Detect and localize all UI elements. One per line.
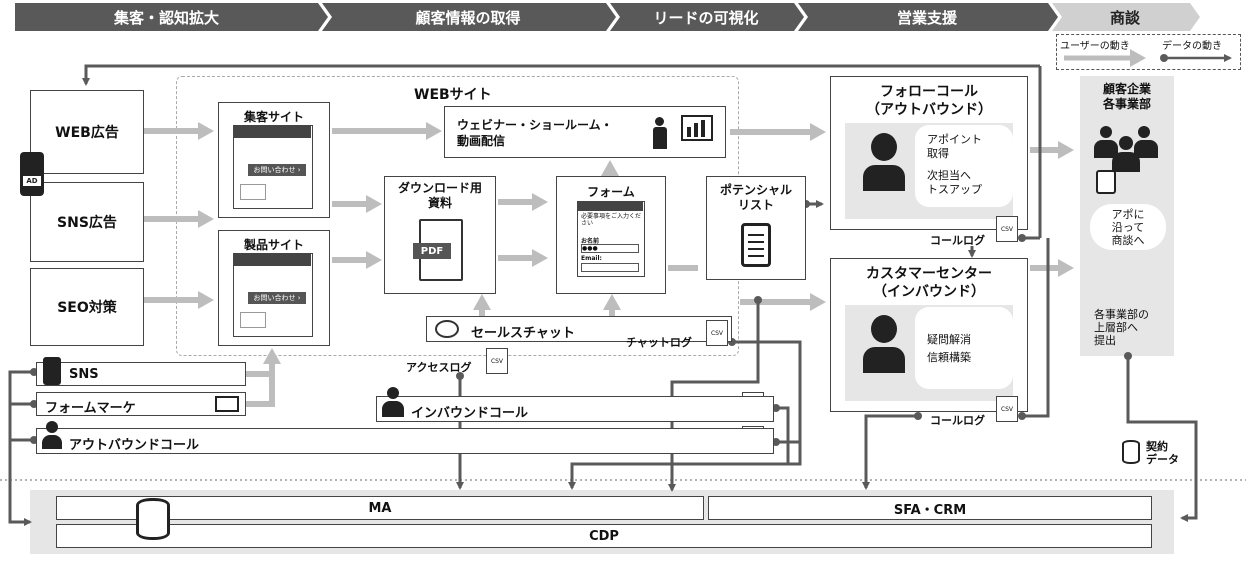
contact-button-mock: お問い合わせ › — [248, 292, 306, 304]
attract-site-title: 集客サイト — [243, 110, 304, 124]
stage-header — [15, 3, 1200, 31]
customer-center-box: カスタマーセンター （インバウンド） 疑問解消 信頼構築 — [830, 258, 1028, 412]
headset-operator-icon — [41, 421, 63, 451]
pdf-badge: PDF — [413, 243, 451, 259]
stage-sales-support: 営業支援 — [896, 8, 957, 27]
chat-bubble-icon — [435, 320, 459, 338]
pdf-document-icon: PDF — [413, 219, 463, 281]
form-title: フォーム — [587, 185, 635, 199]
browser-icon: お問い合わせ › — [233, 125, 313, 209]
website-label: WEBサイト — [414, 87, 492, 103]
product-site-box: 製品サイト お問い合わせ › — [218, 230, 330, 346]
list-document-icon — [741, 223, 771, 267]
legend-user-flow-label: ユーザーの動き — [1060, 41, 1130, 52]
client-bubble: アポに 沿って 商談へ — [1090, 204, 1166, 250]
product-site-title: 製品サイト — [243, 238, 304, 252]
follow-call-box: フォローコール （アウトバウンド） アポイント 取得 次担当へ トスアップ — [830, 76, 1028, 230]
form-name-label: お名前 — [581, 238, 600, 245]
chat-log-label: チャットログ — [626, 336, 692, 349]
webinar-box: ウェビナー・ショールーム・ 動画配信 — [444, 106, 726, 158]
database-icon — [136, 498, 170, 540]
database-icon — [1122, 440, 1140, 464]
form-name-value: ●●● — [581, 244, 639, 253]
form-marketing-bar: フォームマーケ — [36, 392, 246, 416]
webinar-label: ウェビナー・ショールーム・ 動画配信 — [457, 118, 613, 148]
access-log-label: アクセスログ — [406, 361, 472, 374]
attract-site-box: 集客サイト お問い合わせ › — [218, 102, 330, 218]
stage-negotiation: 商談 — [1109, 8, 1140, 27]
client-title: 顧客企業 各事業部 — [1102, 82, 1151, 111]
cdp-box: CDP — [56, 524, 1152, 548]
follow-call-bullet-2: 次担当へ トスアップ — [927, 169, 982, 196]
csv-file-icon: CSV — [706, 320, 728, 346]
sns-label: SNS — [69, 367, 99, 382]
customer-center-bullet-2: 信頼構築 — [927, 351, 971, 364]
form-box: フォーム 必要事項をご入力ください お名前 ●●● Email: — [556, 176, 666, 294]
stage-awareness: 集客・認知拡大 — [113, 8, 219, 27]
report-document-icon — [1096, 170, 1116, 194]
inbound-call-bar: インバウンドコール — [376, 387, 774, 422]
headset-operator-icon — [381, 387, 405, 419]
download-box: ダウンロード用 資料 PDF — [384, 176, 496, 294]
customer-center-log-label: コールログ — [930, 414, 985, 427]
seo-box: SEO対策 — [30, 268, 144, 346]
ad-badge: AD — [23, 176, 41, 186]
sns-bar: SNS — [36, 357, 246, 386]
potential-list-box: ポテンシャル リスト — [706, 176, 806, 280]
csv-file-icon: CSV — [996, 216, 1018, 242]
stage-lead-visualization: リードの可視化 — [653, 8, 759, 27]
follow-call-title: フォローコール （アウトバウンド） — [866, 84, 992, 118]
operator-headset-icon — [859, 315, 909, 377]
sales-chat-box: セールスチャット — [426, 316, 732, 342]
presenter-icon — [651, 113, 715, 153]
browser-icon: お問い合わせ › — [233, 253, 313, 337]
download-title: ダウンロード用 資料 — [397, 181, 482, 210]
inbound-call-label: インバウンドコール — [411, 406, 529, 421]
form-marketing-label: フォームマーケ — [45, 401, 136, 416]
legend — [1056, 34, 1241, 70]
follow-call-log-label: コールログ — [930, 234, 985, 247]
stage-info-acquisition: 顧客情報の取得 — [415, 8, 521, 27]
potential-list-title: ポテンシャル リスト — [719, 183, 792, 212]
legend-data-flow-label: データの動き — [1162, 41, 1222, 52]
form-hint: 必要事項をご入力ください — [581, 213, 642, 227]
sns-ad-box: SNS広告 — [30, 182, 144, 262]
customer-center-title: カスタマーセンター （インバウンド） — [866, 266, 992, 300]
sales-chat-label: セールスチャット — [471, 326, 575, 341]
customer-center-bullet-1: 疑問解消 — [927, 333, 971, 346]
sfa-crm-box: SFA・CRM — [708, 496, 1152, 520]
smartphone-icon — [43, 357, 61, 385]
contract-data-label: 契約 データ — [1146, 440, 1179, 466]
form-mock-icon: 必要事項をご入力ください お名前 ●●● Email: — [577, 201, 645, 277]
csv-file-icon: CSV — [486, 348, 508, 374]
smartphone-ad-icon: AD — [20, 152, 44, 196]
outbound-call-label: アウトバウンドコール — [69, 438, 200, 453]
operator-headset-icon — [859, 133, 909, 195]
business-people-icon — [1092, 124, 1162, 174]
outbound-call-bar: アウトバウンドコール — [36, 421, 774, 454]
envelope-icon — [215, 396, 239, 412]
contact-button-mock: お問い合わせ › — [248, 164, 306, 176]
follow-call-bullet-1: アポイント 取得 — [927, 133, 982, 160]
form-email-label: Email: — [581, 255, 602, 262]
web-ad-box: WEB広告 — [30, 90, 144, 174]
client-report-label: 各事業部の 上層部へ 提出 — [1094, 308, 1149, 347]
csv-file-icon: CSV — [996, 396, 1018, 422]
